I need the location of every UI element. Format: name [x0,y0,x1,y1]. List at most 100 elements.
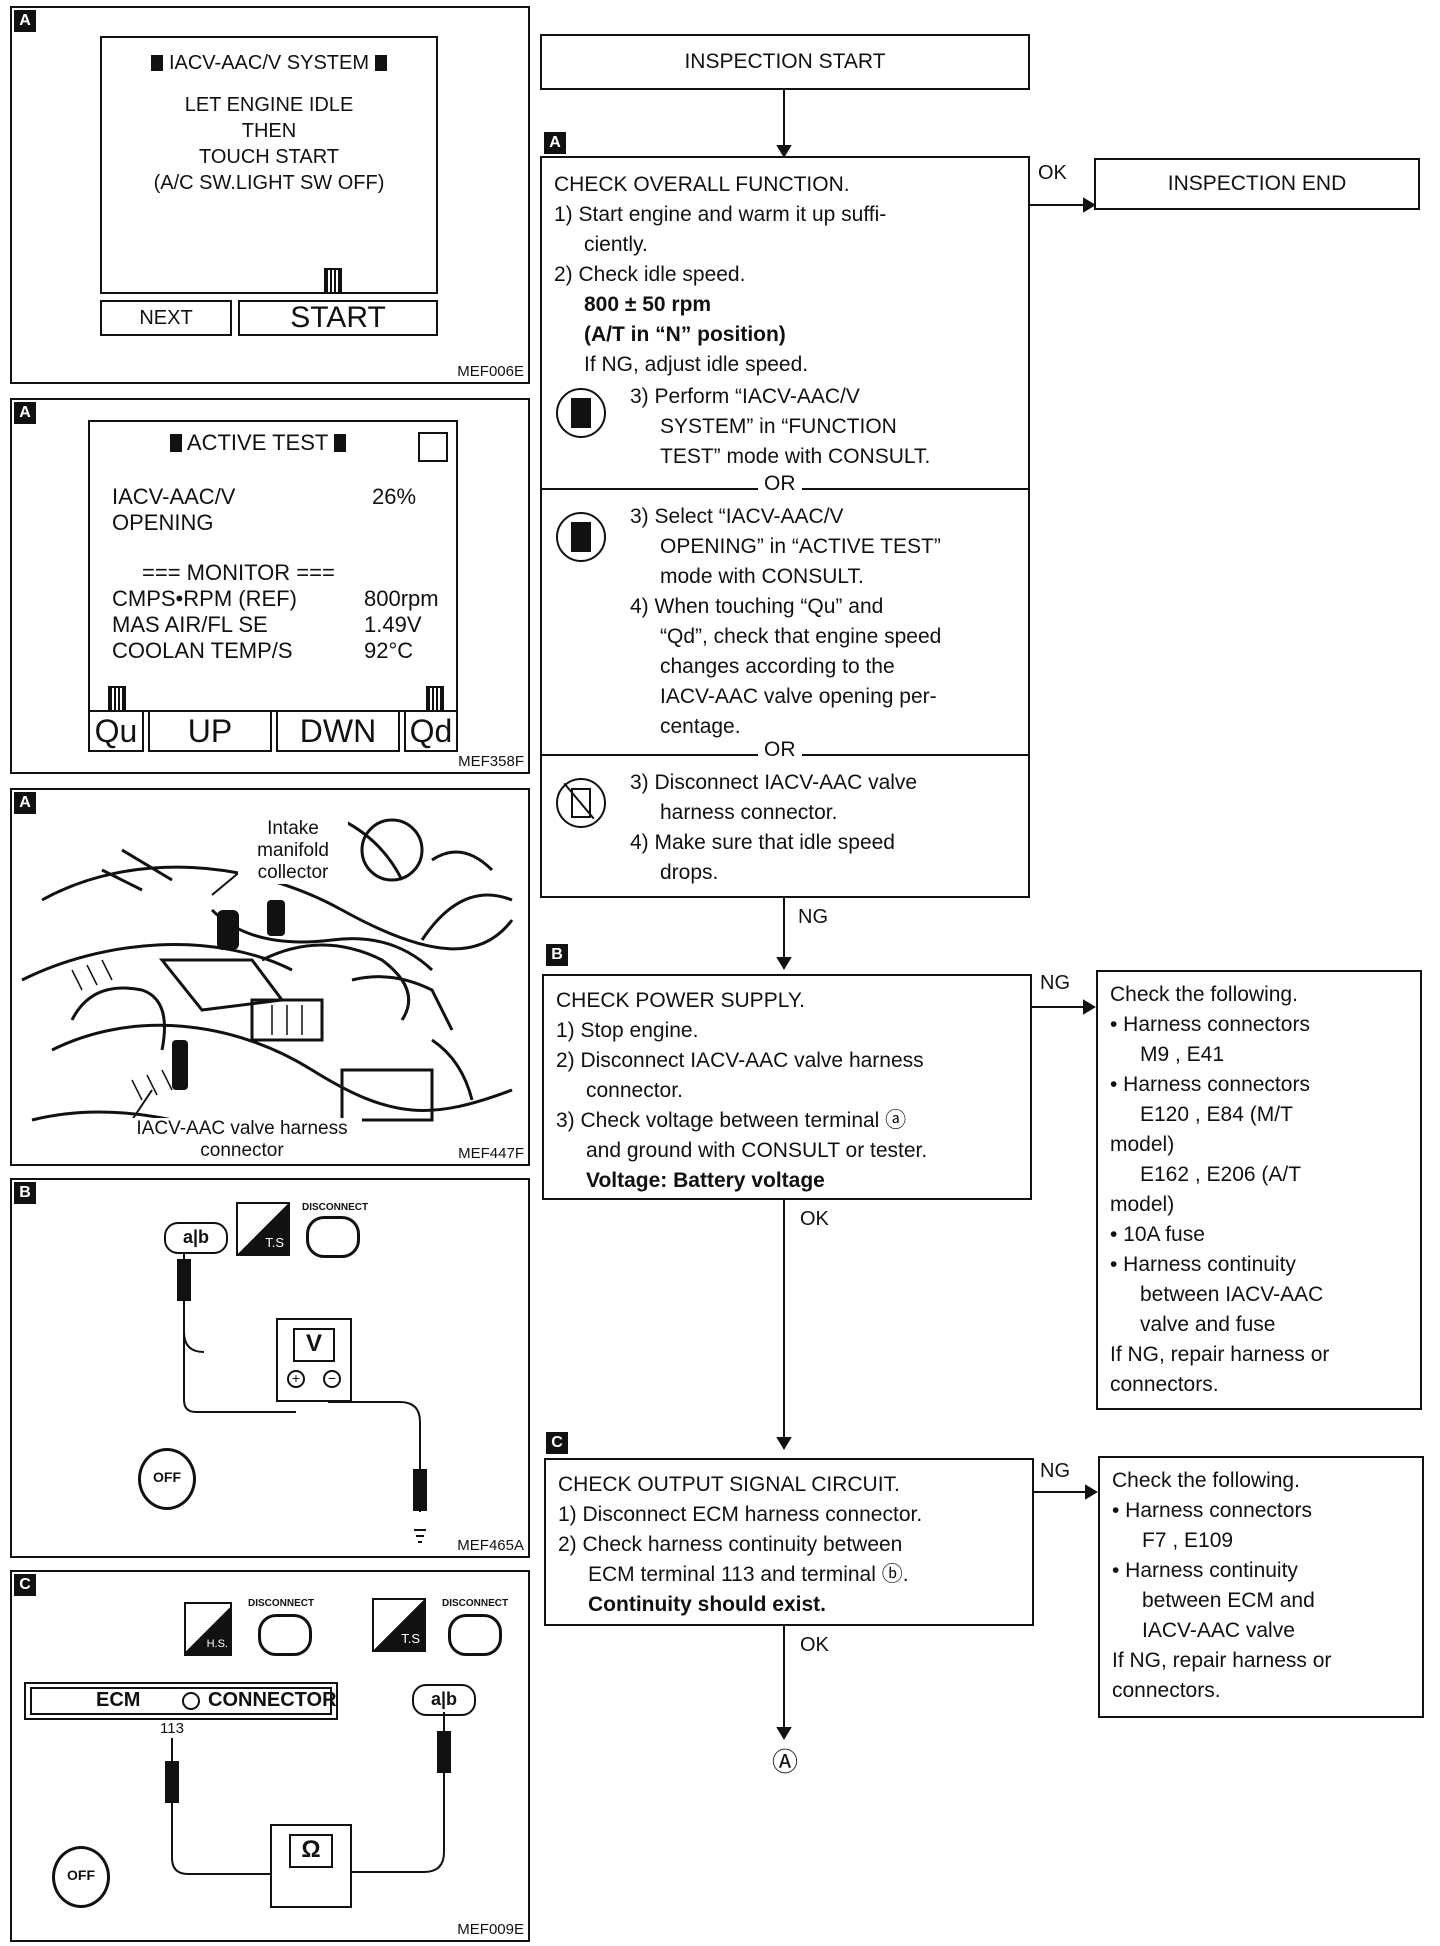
consult-screen: IACV-AAC/V SYSTEM LET ENGINE IDLE THEN T… [100,36,438,294]
ok-label: OK [1038,162,1067,184]
spec-value: Continuity should exist. [588,1593,827,1616]
up-button[interactable]: UP [148,710,272,752]
connector-codes: E120 , E84 (M/T [1140,1103,1293,1126]
consult-screen: ACTIVE TEST IACV-AAC/V OPENING 26% === M… [88,420,458,712]
terminal-number: 113 [160,1720,184,1737]
or-label: OR [758,738,802,762]
check-following-box-b: Check the following. • Harness connector… [1096,970,1422,1410]
ok-label: OK [800,1634,829,1656]
figure-code: MEF358F [458,753,524,770]
disconnect-connector-icon [258,1614,312,1656]
inspection-start-box: INSPECTION START [540,34,1030,90]
ok-label: OK [800,1208,829,1230]
connector-codes: M9 , E41 [1140,1043,1225,1066]
figure-code: MEF465A [457,1537,524,1554]
screen-line: (A/C SW.LIGHT SW OFF) [153,172,385,194]
figure-code: MEF006E [457,363,524,380]
hs-icon: H.S. [184,1602,232,1656]
panel-voltage-check: B a|b T.S DISCONNECT V + − OFF MEF465A [10,1178,530,1558]
spec-value: Voltage: Battery voltage [586,1169,825,1192]
finger-pointer-icon [426,686,444,710]
inspection-end-box: INSPECTION END [1094,158,1420,210]
panel-continuity-check: C H.S. DISCONNECT T.S DISCONNECT ECM CON… [10,1570,530,1942]
screen-line: LET ENGINE IDLE [184,94,354,116]
panel-tag: A [14,10,36,32]
ohmmeter-wiring [165,1712,451,1875]
check-power-supply-box: CHECK POWER SUPPLY. 1) Stop engine. 2) D… [542,974,1032,1200]
callout-label: IACV-AAC valve harness connector [122,1118,362,1162]
ts-icon: T.S [372,1598,426,1652]
next-button[interactable]: NEXT [100,300,232,336]
param-label: IACV-AAC/V [112,484,236,509]
screen-line: THEN [241,120,297,142]
panel-tag: C [14,1574,36,1596]
or-label: OR [758,472,802,496]
ts-icon: T.S [236,1202,290,1256]
step-heading: CHECK POWER SUPPLY. [556,989,805,1012]
spec-value: 800 ± 50 rpm [584,293,712,316]
consult-tester-icon [556,388,606,438]
ng-label: NG [1040,972,1070,994]
voltmeter-wiring [177,1252,427,1543]
finger-pointer-icon [108,686,126,710]
connector-label: CONNECTOR [208,1689,337,1711]
check-overall-function-box: CHECK OVERALL FUNCTION. 1) Start engine … [540,156,1030,898]
down-button[interactable]: DWN [276,710,400,752]
step-heading: CHECK OVERALL FUNCTION. [554,173,850,196]
continue-marker: Ⓐ [772,1747,799,1777]
square-icon [334,434,347,452]
consult-tester-icon [556,512,606,562]
panel-consult-function-test: A IACV-AAC/V SYSTEM LET ENGINE IDLE THEN… [10,6,530,384]
check-output-signal-box: CHECK OUTPUT SIGNAL CIRCUIT. 1) Disconne… [544,1458,1034,1626]
panel-consult-active-test: A ACTIVE TEST IACV-AAC/V OPENING 26% ===… [10,398,530,774]
screen-line: TOUCH START [198,146,339,168]
step-heading: CHECK OUTPUT SIGNAL CIRCUIT. [558,1473,900,1496]
disconnect-label: DISCONNECT [302,1202,369,1213]
panel-engine-illustration: A [10,788,530,1166]
blank-box-icon [418,432,448,462]
qu-button[interactable]: Qu [88,710,144,752]
pin-icon [182,1692,200,1710]
monitor-heading: === MONITOR === [142,560,335,585]
disconnect-connector-icon [306,1216,360,1258]
param-label: OPENING [112,510,214,535]
positive-terminal-icon: + [287,1370,305,1388]
ecm-connector-box: ECM CONNECTOR [24,1682,338,1720]
param-value: 26% [372,484,417,509]
square-icon [374,55,387,71]
start-button[interactable]: START [238,300,438,336]
square-icon [170,434,182,452]
ecm-label: ECM [96,1689,141,1711]
disconnect-label: DISCONNECT [442,1598,509,1609]
engine-illustration [21,818,514,1132]
step-tag-b: B [546,944,568,966]
disconnect-connector-icon [448,1614,502,1656]
no-tools-icon [556,778,606,828]
screen-title: IACV-AAC/V SYSTEM [168,52,370,74]
monitor-row: CMPS•RPM (REF) 800rpm [112,586,439,611]
step-tag-a: A [544,132,566,154]
ng-label: NG [1040,1460,1070,1482]
callout-label: Intake manifold collector [238,818,348,884]
connector-codes: F7 , E109 [1142,1529,1234,1552]
ng-label: NG [798,906,828,928]
finger-pointer-icon [324,268,342,292]
panel-tag: A [14,402,36,424]
connector-codes: E162 , E206 (A/T [1140,1163,1302,1186]
panel-tag: B [14,1182,36,1204]
square-icon [151,55,164,71]
qd-button[interactable]: Qd [404,710,458,752]
figure-code: MEF447F [458,1145,524,1162]
monitor-row: COOLAN TEMP/S 92°C [112,638,414,663]
ignition-off-icon: OFF [138,1448,196,1510]
screen-title: ACTIVE TEST [186,430,328,455]
step-tag-c: C [546,1432,568,1454]
check-following-box-c: Check the following. • Harness connector… [1098,1456,1424,1718]
panel-tag: A [14,792,36,814]
voltmeter-icon: V + − [276,1318,352,1402]
ohmmeter-icon: Ω [270,1824,352,1908]
ignition-off-icon: OFF [52,1846,110,1908]
connector-ab-icon: a|b [164,1222,228,1254]
monitor-row: MAS AIR/FL SE 1.49V [112,612,422,637]
disconnect-label: DISCONNECT [248,1598,315,1609]
